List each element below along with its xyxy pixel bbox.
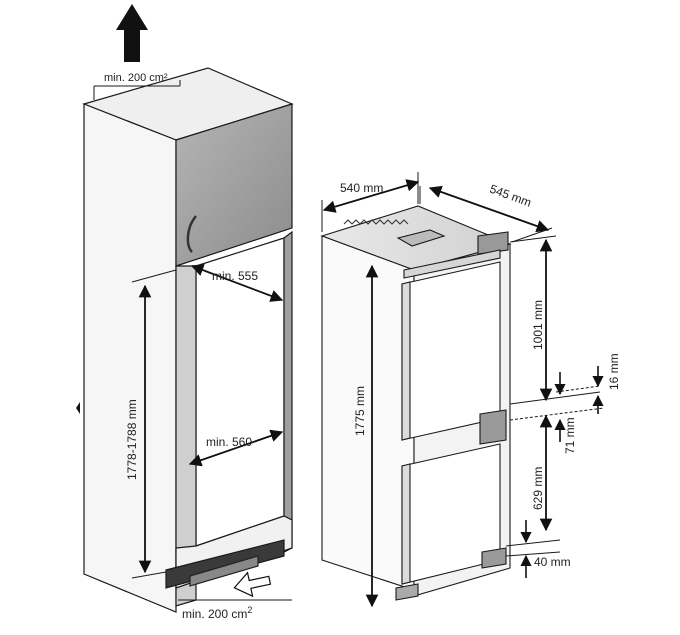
side-tick-icon — [76, 402, 80, 414]
fridge-depth-label: 545 mm — [488, 182, 534, 210]
niche-width-top-label: min. 555 — [212, 269, 258, 283]
vent-bottom-label: min. 200 cm2 — [182, 605, 252, 621]
vent-top-bracket — [93, 80, 181, 100]
niche-width-bottom-arrow — [188, 429, 284, 467]
niche-height-label: 1778-1788 mm — [125, 399, 139, 480]
fridge — [320, 205, 512, 601]
fridge-lower-door-edge — [401, 463, 411, 585]
control-strip — [403, 249, 501, 279]
fridge-depth-arrow — [428, 185, 550, 233]
vent-grille — [189, 555, 259, 587]
fridge-upper-door-edge — [401, 281, 411, 441]
fridge-left-side — [321, 235, 415, 591]
fridge-width-label: 540 mm — [340, 181, 383, 195]
niche-width-bottom-label: min. 560 — [206, 435, 252, 449]
cabinet-upper-door — [175, 103, 293, 267]
fridge-base — [395, 583, 419, 601]
fridge-width-arrow — [322, 179, 420, 213]
niche-width-top-arrow — [190, 264, 284, 302]
gap-guides — [509, 385, 605, 421]
vent-up-arrow-icon — [116, 4, 148, 62]
cabinet — [82, 67, 294, 613]
fridge-height-label: 1775 mm — [353, 386, 367, 436]
niche-frame-right — [283, 230, 293, 553]
cabinet-left-side — [83, 103, 177, 613]
bottom-hinge — [481, 547, 507, 569]
lower-door-label: 629 mm — [531, 467, 545, 510]
top-hinge — [477, 231, 509, 255]
upper-door-label: 1001 mm — [531, 300, 545, 350]
vent-top-label: min. 200 cm² — [104, 72, 168, 84]
bottom-gap-guides — [505, 539, 561, 557]
gap-small-label-a: 16 mm — [607, 353, 621, 390]
bottom-gap-label: 40 mm — [534, 555, 571, 569]
upper-door-guides — [509, 235, 601, 405]
top-bracket — [396, 229, 446, 247]
top-zigzag — [343, 219, 409, 225]
middle-hinge — [479, 409, 507, 445]
door-handle — [186, 215, 197, 253]
vent-bottom-arrow-icon — [233, 571, 272, 598]
gap-mid-label: 71 mm — [563, 417, 577, 454]
niche-height-dimension — [131, 269, 177, 579]
